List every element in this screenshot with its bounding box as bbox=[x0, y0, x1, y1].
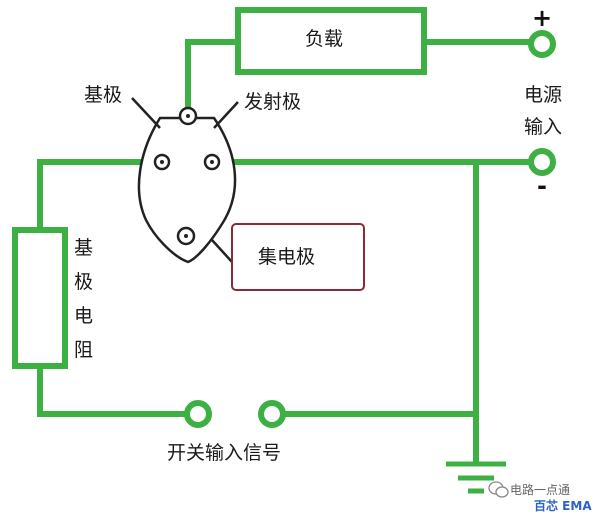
plus-sign: + bbox=[532, 4, 553, 32]
collector-label-box bbox=[231, 223, 365, 291]
watermark-name: 电路一点通 bbox=[510, 483, 571, 497]
power-input-label-line1: 电源 bbox=[524, 84, 563, 106]
ground-symbol-icon bbox=[446, 461, 506, 494]
load-box bbox=[235, 7, 427, 75]
base-resistor bbox=[12, 227, 68, 369]
base-resistor-char: 基 bbox=[74, 237, 94, 259]
leader-emitter bbox=[213, 101, 239, 129]
leader-collector bbox=[211, 239, 233, 263]
emitter-label: 发射极 bbox=[244, 91, 302, 113]
leader-base bbox=[131, 97, 161, 129]
wire-load-to-emitter bbox=[185, 39, 241, 113]
base-resistor-char: 阻 bbox=[74, 339, 94, 361]
terminal-ring-icon bbox=[528, 148, 556, 176]
terminal-ring-icon bbox=[258, 400, 286, 428]
switch-input-label: 开关输入信号 bbox=[167, 442, 282, 464]
wire-base-to-resistor bbox=[37, 159, 165, 233]
terminal-ring-icon bbox=[528, 30, 556, 58]
watermark-brand: 百芯 EMA bbox=[534, 499, 592, 513]
wechat-icon bbox=[488, 481, 509, 498]
terminal-ring-icon bbox=[184, 400, 212, 428]
minus-sign: - bbox=[537, 172, 547, 200]
wire-resistor-to-switch bbox=[37, 363, 187, 417]
power-input-label-line2: 输入 bbox=[524, 116, 563, 138]
load-label: 负载 bbox=[305, 28, 344, 50]
base-resistor-char: 电 bbox=[74, 305, 94, 327]
base-label: 基极 bbox=[84, 84, 123, 106]
base-resistor-char: 极 bbox=[74, 271, 94, 293]
base-resistor-label: 基 极 电 阻 bbox=[74, 239, 96, 375]
collector-label: 集电极 bbox=[258, 246, 316, 268]
